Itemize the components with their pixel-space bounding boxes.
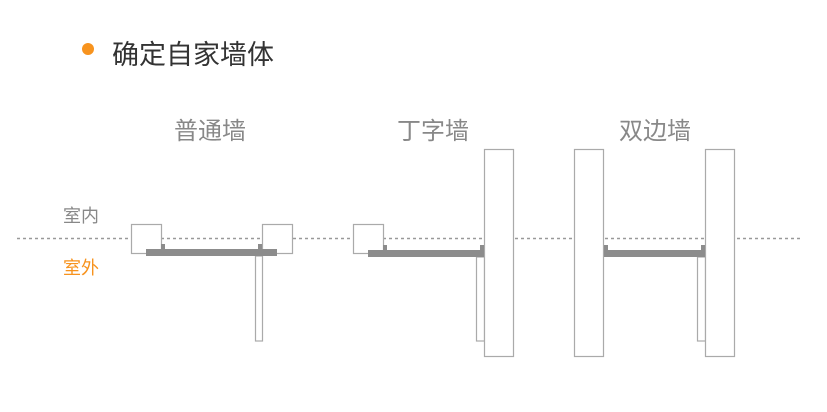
slab [146,249,277,256]
indoor-label: 室内 [63,206,99,227]
slab-lip [604,245,608,251]
slab-lip [258,244,262,250]
tall-wall [483,148,515,358]
wall-block-left [352,223,385,255]
label-normal-wall: 普通墙 [174,117,246,145]
tall-wall-left [573,148,605,358]
hanging-panel [696,256,707,342]
slab-lip [480,245,484,251]
label-double-wall: 双边墙 [619,117,691,145]
tall-wall-right [704,148,736,358]
hanging-panel [475,256,486,342]
outdoor-label: 室外 [63,258,99,279]
bullet-dot [82,43,94,55]
slab-lip [701,245,705,251]
slab [604,250,705,257]
slide-title: 确定自家墙体 [112,40,274,71]
wall-block-right [261,223,294,255]
slab-lip [161,244,165,250]
label-t-wall: 丁字墙 [397,117,469,145]
slab-lip [383,245,387,251]
slab [368,250,484,257]
hanging-panel [254,255,264,342]
